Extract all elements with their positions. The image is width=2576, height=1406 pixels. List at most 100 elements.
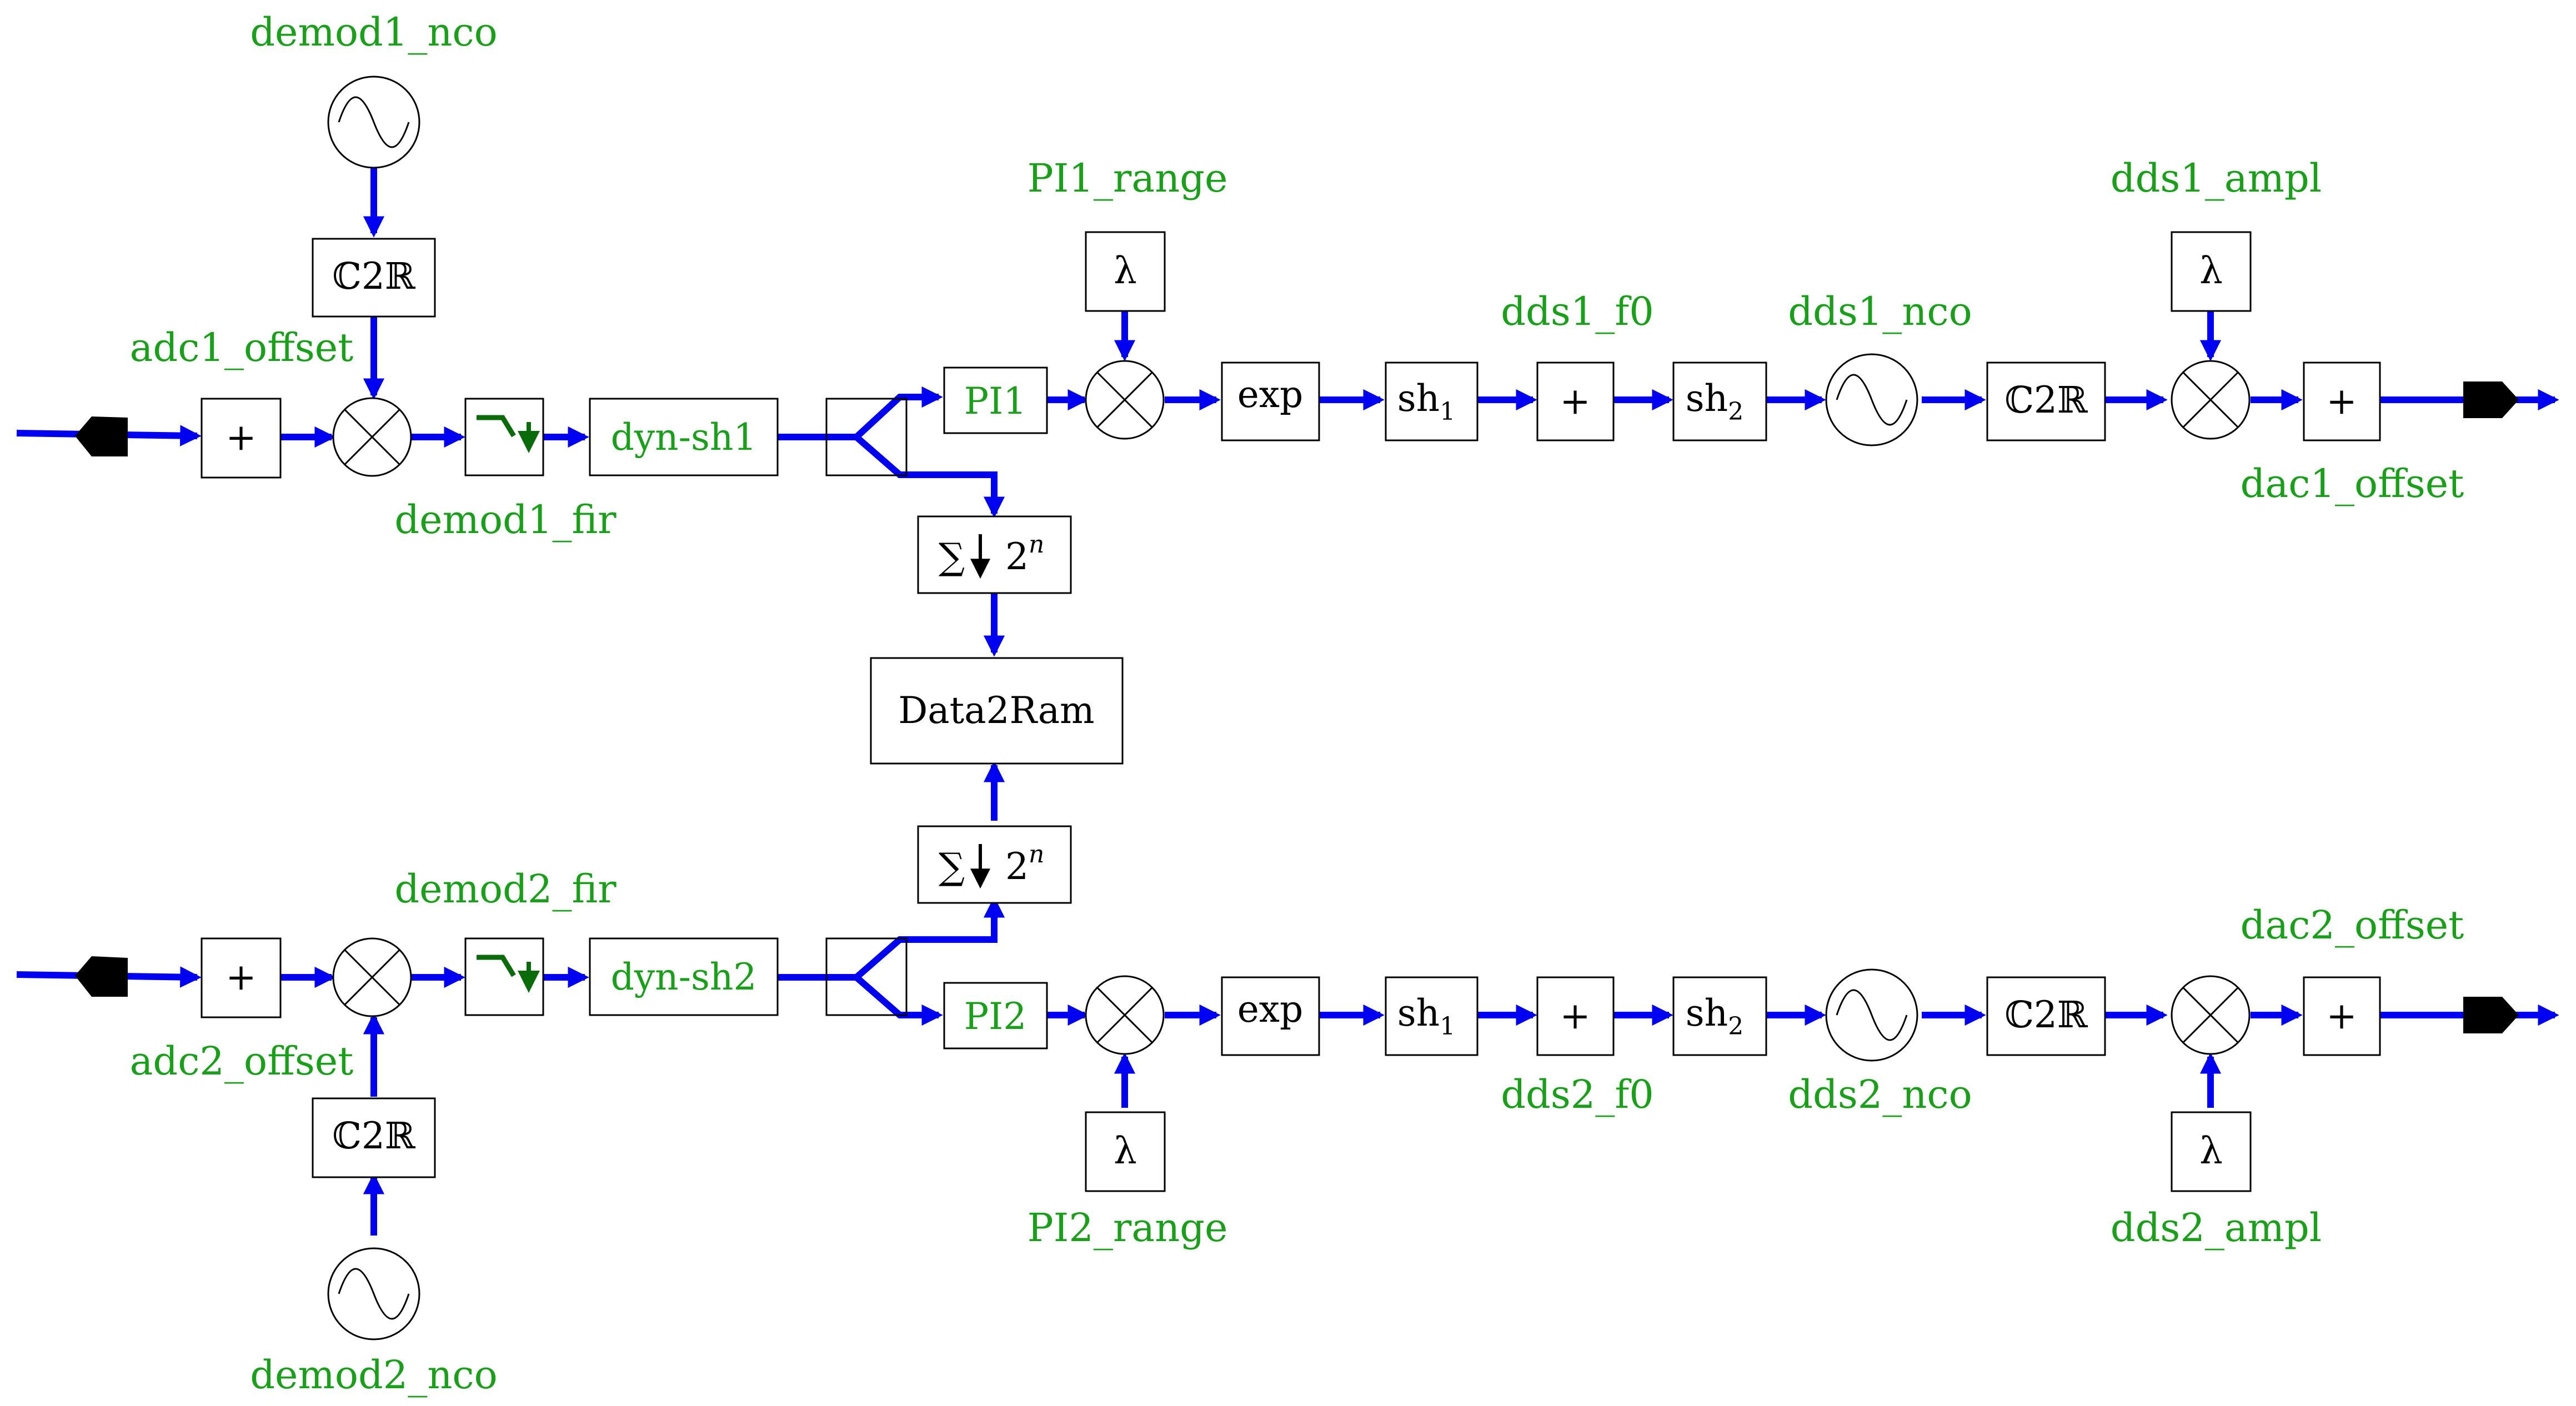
wires [16,167,2559,1236]
dyn-sh2-block: dyn-sh2 [589,937,779,1016]
dac2-output-connector-icon [2463,997,2519,1033]
adc1-offset-adder: + [201,398,282,479]
dac2-offset-adder: + [2303,976,2381,1056]
sh1-block-chain1: sh1 [1385,361,1479,441]
demod2-fir-block [464,937,544,1016]
label-demod2-fir: demod2_fir [394,866,617,912]
svg-text:sh2: sh2 [1686,992,1743,1041]
dds2-ampl-mixer-icon [2171,975,2251,1055]
chain-2: + ℂ2ℝ dyn-sh2 PI2 [75,937,2519,1340]
lowpass-fir-icon [477,415,516,438]
svg-text:PI2: PI2 [964,995,1026,1038]
wire-split-to-pi1 [854,386,943,440]
pi2-range-lambda-block: λ [1085,1111,1166,1192]
svg-text:sh2: sh2 [1686,377,1743,426]
wire-split2-to-decim2 [854,896,1005,980]
exp1-block: exp [1221,361,1320,441]
svg-text:∑: ∑ [939,535,965,578]
label-dds1-ampl: dds1_ampl [2111,155,2322,201]
svg-text:+: + [1560,380,1590,423]
demod2-mixer-icon [332,937,412,1017]
svg-text:+: + [1560,995,1590,1037]
decimator-2-block: ∑ 2n [917,825,1072,904]
svg-text:λ: λ [1114,249,1137,292]
demod2-nco-icon [327,1247,420,1340]
svg-text:λ: λ [1114,1129,1137,1172]
dds1-f0-adder: + [1536,361,1615,441]
svg-text:+: + [2326,995,2357,1037]
svg-text:sh1: sh1 [1397,377,1455,426]
wire-split-to-decim1 [854,434,1005,518]
dds1-c2r-block: ℂ2ℝ [1986,361,2106,441]
label-dds2-ampl: dds2_ampl [2111,1205,2322,1251]
demod1-c2r-block: ℂ2ℝ [312,238,436,318]
label-dds2-f0: dds2_f0 [1501,1072,1654,1117]
svg-text:Data2Ram: Data2Ram [898,689,1094,732]
label-dac1-offset: dac1_offset [2241,461,2464,506]
decimator-1-block: ∑ 2n [917,515,1072,594]
svg-text:sh1: sh1 [1397,992,1455,1041]
svg-text:ℂ2ℝ: ℂ2ℝ [332,1114,416,1157]
dds1-ampl-lambda-block: λ [2171,231,2252,312]
chain-1: ℂ2ℝ + dyn-sh1 PI1 λ [75,76,2519,479]
sh2-block-chain1: sh2 [1672,361,1767,441]
dds1-nco-icon [1825,353,1918,446]
svg-text:+: + [225,416,256,459]
parameter-labels: demod1_nco adc1_offset demod1_fir PI1_ra… [130,9,2464,1398]
label-adc2-offset: adc2_offset [130,1038,354,1084]
demod2-c2r-block: ℂ2ℝ [312,1097,436,1178]
label-demod1-nco: demod1_nco [250,9,498,55]
dac1-output-connector-icon [2463,381,2519,418]
svg-text:λ: λ [2199,249,2223,292]
svg-text:∑: ∑ [939,845,965,888]
dyn-sh1-block: dyn-sh1 [589,398,779,476]
dds2-nco-icon [1825,968,1918,1062]
lowpass-fir-icon [477,955,516,977]
pi1-range-lambda-block: λ [1085,231,1166,312]
pi2-block: PI2 [943,982,1048,1050]
svg-text:PI1: PI1 [964,380,1026,423]
demod1-mixer-icon [332,397,412,477]
split-2-box [825,937,908,1016]
svg-text:exp: exp [1237,373,1304,416]
wire-split2-to-pi2 [854,975,943,1026]
label-demod2-nco: demod2_nco [250,1352,498,1398]
dds2-ampl-lambda-block: λ [2171,1111,2252,1192]
demod1-fir-block [464,398,544,476]
label-dac2-offset: dac2_offset [2241,902,2464,948]
label-dds1-f0: dds1_f0 [1501,289,1654,334]
svg-text:+: + [2326,380,2357,423]
label-pi2-range: PI2_range [1028,1205,1228,1251]
split-1-box [825,398,908,476]
pi2-range-mixer-icon [1085,975,1165,1055]
label-pi1-range: PI1_range [1028,155,1228,201]
pi1-block: PI1 [943,366,1048,434]
sh2-block-chain2: sh2 [1672,976,1767,1056]
svg-text:ℂ2ℝ: ℂ2ℝ [2004,379,2088,421]
svg-text:2n: 2n [1005,530,1044,578]
label-adc1-offset: adc1_offset [130,325,354,370]
sh1-block-chain2: sh1 [1385,976,1479,1056]
pi1-range-mixer-icon [1085,360,1165,440]
dac1-offset-adder: + [2303,361,2381,441]
dds2-f0-adder: + [1536,976,1615,1056]
dds2-c2r-block: ℂ2ℝ [1986,976,2106,1056]
label-dds2-nco: dds2_nco [1788,1072,1972,1117]
adc2-offset-adder: + [201,937,282,1018]
svg-text:ℂ2ℝ: ℂ2ℝ [332,255,416,298]
adc2-input-connector-icon [75,956,128,997]
label-dds1-nco: dds1_nco [1788,289,1972,334]
svg-text:exp: exp [1237,988,1304,1031]
svg-text:λ: λ [2199,1129,2223,1172]
svg-text:ℂ2ℝ: ℂ2ℝ [2004,993,2088,1036]
svg-text:+: + [225,956,256,998]
svg-text:dyn-sh1: dyn-sh1 [611,416,757,459]
adc1-input-connector-icon [75,416,128,456]
dds1-ampl-mixer-icon [2171,360,2251,440]
exp2-block: exp [1221,976,1320,1056]
svg-text:2n: 2n [1005,840,1044,888]
label-demod1-fir: demod1_fir [394,497,617,543]
acquisition-block: ∑ 2n Data2Ram ∑ 2n [870,515,1124,904]
svg-text:dyn-sh2: dyn-sh2 [611,956,757,998]
